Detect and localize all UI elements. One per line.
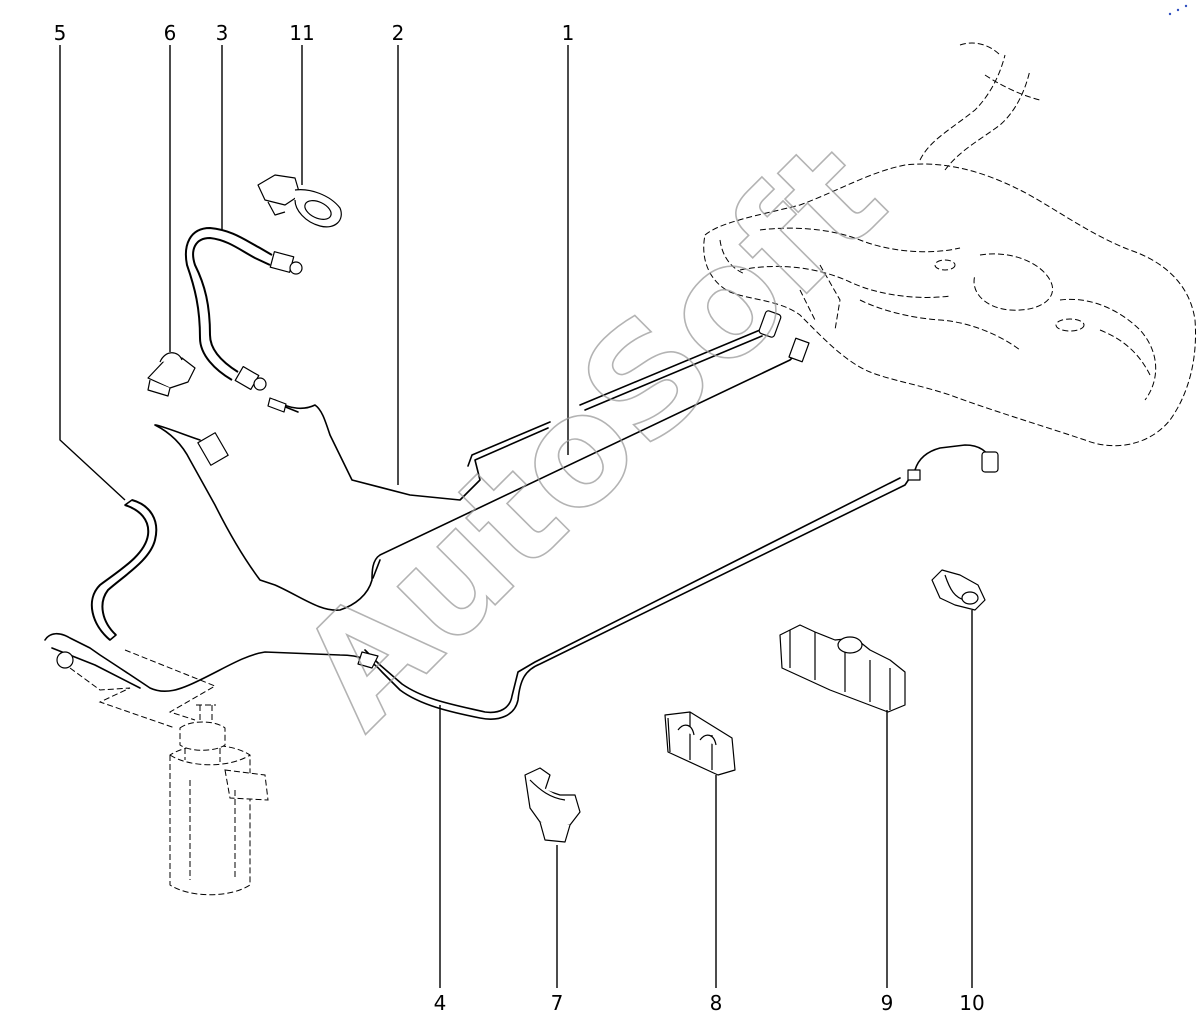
pipe-4: [44, 444, 999, 720]
hose-5: [90, 499, 158, 641]
clip-10: [931, 569, 986, 611]
clip-9: [779, 624, 906, 713]
hose-3: [185, 227, 303, 391]
callout-1: 1: [562, 21, 575, 45]
callout-11: 11: [289, 21, 314, 45]
callout-8: 8: [710, 991, 723, 1015]
clip-8: [664, 711, 736, 776]
leader-lines: [59, 45, 973, 988]
clip-7: [524, 767, 581, 843]
pipe-tank-return: [579, 310, 782, 411]
fuel-tank: [703, 42, 1196, 447]
callout-6: 6: [164, 21, 177, 45]
leader-5: [59, 45, 126, 501]
callout-9: 9: [881, 991, 894, 1015]
callout-7: 7: [551, 991, 564, 1015]
charcoal-canister: [69, 649, 269, 896]
clip-11: [257, 174, 342, 228]
pipe-2: [267, 397, 551, 501]
callout-10: 10: [959, 991, 984, 1015]
callout-5: 5: [54, 21, 67, 45]
callout-numbers: 1 2 3 4 5 6 7 8 9 10 11: [54, 21, 985, 1015]
callout-2: 2: [392, 21, 405, 45]
pipe-1: [154, 337, 810, 611]
corner-mark: [1168, 4, 1188, 16]
callout-3: 3: [216, 21, 229, 45]
callout-4: 4: [434, 991, 447, 1015]
clip-6: [147, 352, 196, 397]
